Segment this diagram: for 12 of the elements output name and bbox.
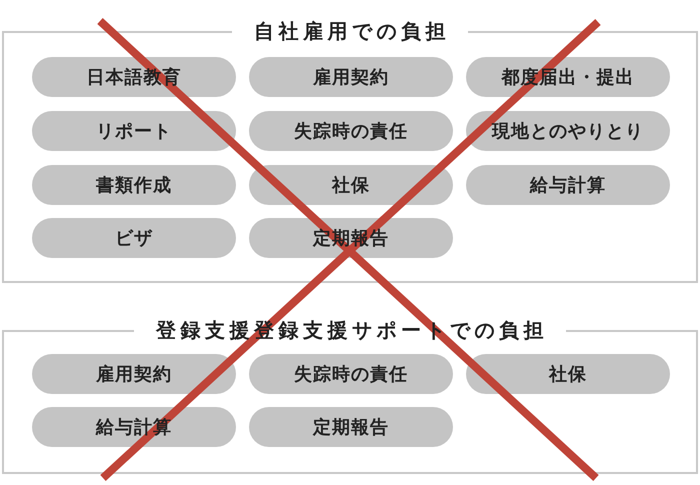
group-heading: 自社雇用での負担	[232, 18, 468, 44]
tag-pill: 失踪時の責任	[249, 111, 453, 151]
tag-pill: 書類作成	[32, 165, 236, 205]
tag-pill: 雇用契約	[32, 354, 236, 394]
tag-pill: 現地とのやりとり	[466, 111, 670, 151]
tag-pill: ビザ	[32, 218, 236, 258]
tag-pill: リポート	[32, 111, 236, 151]
tag-pill: 給与計算	[466, 165, 670, 205]
tag-pill: 定期報告	[249, 407, 453, 447]
tag-pill: 雇用契約	[249, 57, 453, 97]
tag-pill: 失踪時の責任	[249, 354, 453, 394]
tag-pill: 社保	[466, 354, 670, 394]
